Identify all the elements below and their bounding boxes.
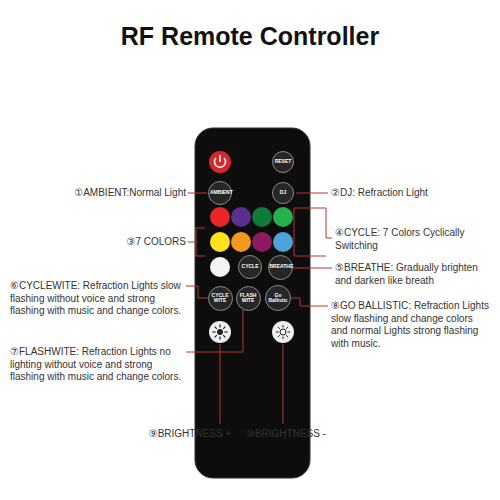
remote-button: RESET	[272, 151, 294, 173]
power-button	[209, 151, 231, 173]
remote-button: CYCLE WITE	[208, 286, 233, 311]
callout-text: ②DJ: Refraction Light	[331, 187, 491, 200]
callout-text: ④CYCLE: 7 Colors Cyclically Switching	[335, 227, 485, 252]
button-label: Go Ballistic	[267, 293, 289, 304]
button-label: BREATHE	[270, 264, 291, 269]
button-label: CYCLE	[242, 264, 259, 269]
brightness-buttons	[209, 321, 294, 343]
callout-text: ⑩BRIGHTNESS -	[236, 428, 336, 441]
callout-text: ③7 COLORS	[90, 236, 186, 249]
remote-button: DJ	[272, 182, 294, 204]
button-label: CYCLE WITE	[210, 293, 231, 304]
remote-button: Go Ballistic	[265, 285, 291, 311]
color-buttons	[210, 207, 293, 277]
remote-button: CYCLE	[238, 255, 262, 279]
remote-button: AMBIENT	[208, 181, 232, 205]
callout-text: ⑦FLASHWITE: Refraction Lights no lightin…	[10, 346, 184, 384]
remote-button: FLASH WITE	[236, 286, 261, 311]
button-label: RESET	[275, 159, 292, 164]
leader-lines	[186, 193, 332, 424]
button-label: FLASH WITE	[238, 293, 259, 304]
callout-text: ①AMBIENT:Normal Light	[60, 187, 186, 200]
remote-button: BREATHE	[268, 255, 293, 280]
callout-text: ⑥CYCLEWITE: Refraction Lights slow flash…	[10, 280, 184, 318]
button-label: DJ	[280, 190, 286, 195]
callout-text: ⑤BREATHE: Gradually brighten and darken …	[335, 262, 485, 287]
callout-text: ⑧GO BALLISTIC: Refraction Lights slow fl…	[331, 300, 491, 350]
title: RF Remote Controller	[0, 22, 500, 51]
button-label: AMBIENT	[210, 190, 230, 195]
callout-text: ⑨BRIGHTNESS +	[140, 428, 240, 441]
remote-body	[195, 128, 310, 478]
